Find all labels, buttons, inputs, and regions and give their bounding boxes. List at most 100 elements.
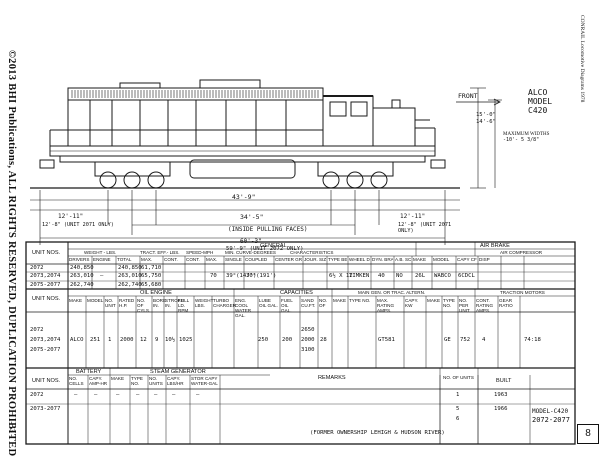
- general-col-header: DISP: [479, 257, 490, 262]
- engine-col-header: MAKE: [427, 298, 441, 303]
- engine-col-header: MAKE: [333, 298, 347, 303]
- max-widths-value: -10'- 5 3/8": [503, 137, 540, 143]
- general-bearing: TIMKEN: [349, 273, 370, 279]
- general-col-header: CONT.: [186, 257, 200, 262]
- traction-motors-header: TRACTION MOTORS: [500, 290, 545, 295]
- model-stamp-model: MODEL-C420: [532, 408, 569, 415]
- engine-col-header: NO. PER UNIT: [459, 298, 470, 313]
- tm-make: GE: [444, 337, 451, 343]
- general-drivers: 262,740: [70, 282, 94, 288]
- steam-gen-header: STEAM GENERATOR: [150, 369, 206, 375]
- engine-col-header: STROKE IN.: [165, 298, 184, 308]
- general-col-header: A.B. SCHED.: [395, 257, 411, 262]
- tm-type: 752: [460, 337, 471, 343]
- general-col-header: DRIVERS: [69, 257, 90, 262]
- engine-no-unit: 1: [108, 337, 112, 343]
- engine-col-header: RATED H.P.: [119, 298, 135, 308]
- truck-left: [94, 161, 171, 189]
- diagram-tag: 8: [577, 424, 599, 444]
- frame-walkway: [49, 145, 436, 163]
- air-brake-header: AIR BRAKE: [480, 243, 510, 249]
- bottom-built: 1966: [494, 406, 508, 412]
- bottom-cell: —: [116, 392, 120, 398]
- general-tract-max: 65,750: [141, 273, 162, 279]
- bottom-no-units: 5: [456, 406, 460, 412]
- locomotive-elevation: [30, 79, 502, 245]
- characteristics-header: CHARACTERISTICS: [290, 250, 334, 255]
- louvre-hatching: [71, 90, 319, 98]
- dim-truck-centers: 34'-5": [240, 213, 264, 221]
- general-total: 262,740: [118, 282, 142, 288]
- model-number: C420: [528, 106, 548, 115]
- air-compressor-header: AIR COMPRESSOR: [500, 250, 543, 255]
- model-word: MODEL: [528, 97, 553, 106]
- engine-row-unit: 2072: [30, 327, 44, 333]
- general-comp-make: WABCO: [434, 273, 451, 279]
- engine-model: 251: [90, 337, 101, 343]
- general-col-header: CONT.: [164, 257, 178, 262]
- engine-col-header: TURBO CHARGER: [213, 298, 236, 308]
- general-journal: 6½ X 12: [329, 273, 353, 279]
- general-row-unit: 2075-2077: [30, 282, 61, 288]
- bottom-col-header: NO. CELLS: [69, 376, 84, 386]
- dimension-lines: [30, 87, 502, 245]
- general-row-unit: 2072: [30, 265, 44, 271]
- height-dimensions: 15'-0" 14'-6": [476, 112, 496, 126]
- engine-col-header: MAKE: [69, 298, 83, 303]
- dim-length: 60'-3": [240, 238, 262, 245]
- bottom-row-unit: 2073-2077: [30, 406, 61, 412]
- engine-unit-nos-header: UNIT NOS.: [32, 296, 61, 302]
- front-label: FRONT: [458, 92, 478, 100]
- engine-rpm: 1025: [179, 337, 193, 343]
- general-speed-max: 70: [210, 273, 217, 279]
- model-title: ALCO MODEL C420: [528, 88, 552, 115]
- weight-header: WEIGHT - LBS.: [84, 250, 117, 255]
- engine-col-header: NO. OF CYLS.: [137, 298, 151, 313]
- engine-col-header: CONT. RATING AMPS.: [476, 298, 494, 313]
- bottom-row-unit: 2072: [30, 392, 44, 398]
- general-total: 263,010: [118, 273, 142, 279]
- ownership-note: (FORMER OWNERSHIP LEHIGH & HUDSON RIVER): [310, 430, 445, 436]
- engine-make: ALCO: [70, 337, 84, 343]
- engine-col-header: FUEL OIL GAL.: [281, 298, 293, 313]
- unit-nos-header: UNIT NOS.: [32, 250, 61, 256]
- bottom-cell: —: [74, 392, 78, 398]
- general-col-header: MAKE: [413, 257, 427, 262]
- bottom-col-header: TYPE NO.: [131, 376, 143, 386]
- bottom-cell: —: [154, 392, 158, 398]
- capacities-header: CAPACITIES: [280, 290, 313, 296]
- general-curve-single: 39°(147'): [226, 273, 257, 279]
- truck-right: [317, 161, 394, 189]
- built-header: BUILT: [496, 378, 512, 384]
- speed-header: SPEED-MPH: [186, 250, 214, 255]
- dim-truck-right: 12'-11": [400, 213, 426, 220]
- bottom-built: 1963: [494, 392, 508, 398]
- bottom-unit-nos-header: UNIT NOS.: [32, 378, 61, 384]
- dim-truck-left: 12'-11": [58, 213, 84, 220]
- hood-louvres: [71, 90, 319, 98]
- general-tract-max: 65,680: [141, 282, 162, 288]
- page-number: - 13 -: [8, 421, 16, 437]
- total-units: 6: [456, 416, 460, 422]
- engine-fuel: 2000: [301, 337, 315, 343]
- general-total: 240,850: [118, 265, 142, 271]
- handrails: [49, 127, 436, 146]
- general-ab-sched: 26L: [415, 273, 426, 279]
- engine-fuel: 3100: [301, 347, 315, 353]
- general-drivers: 263,010: [70, 273, 94, 279]
- main-gen-header: MAIN GEN. OR TRAC. ALTERN.: [358, 290, 426, 295]
- engine-fuel: 2650: [301, 327, 315, 333]
- dim-wheelbase: 43'-9": [232, 193, 256, 201]
- general-col-header: TYPE BEARING: [328, 257, 347, 262]
- max-widths-title: MAXIMUM WIDTHS: [503, 132, 550, 137]
- engine-col-header: SAND CU.FT.: [301, 298, 316, 308]
- general-col-header: TOTAL: [117, 257, 132, 262]
- general-wheel: 40: [378, 273, 385, 279]
- bottom-cell: —: [136, 392, 140, 398]
- engine-bore: 9: [155, 337, 159, 343]
- general-curve-coupled: 30°(191'): [246, 273, 277, 279]
- general-col-header: MODEL: [433, 257, 450, 262]
- model-stamp: MODEL-C420 2072-2077: [532, 408, 570, 424]
- bottom-col-header: CAPY. LBS/HR: [167, 376, 184, 386]
- height-overall: 15'-0": [476, 112, 496, 118]
